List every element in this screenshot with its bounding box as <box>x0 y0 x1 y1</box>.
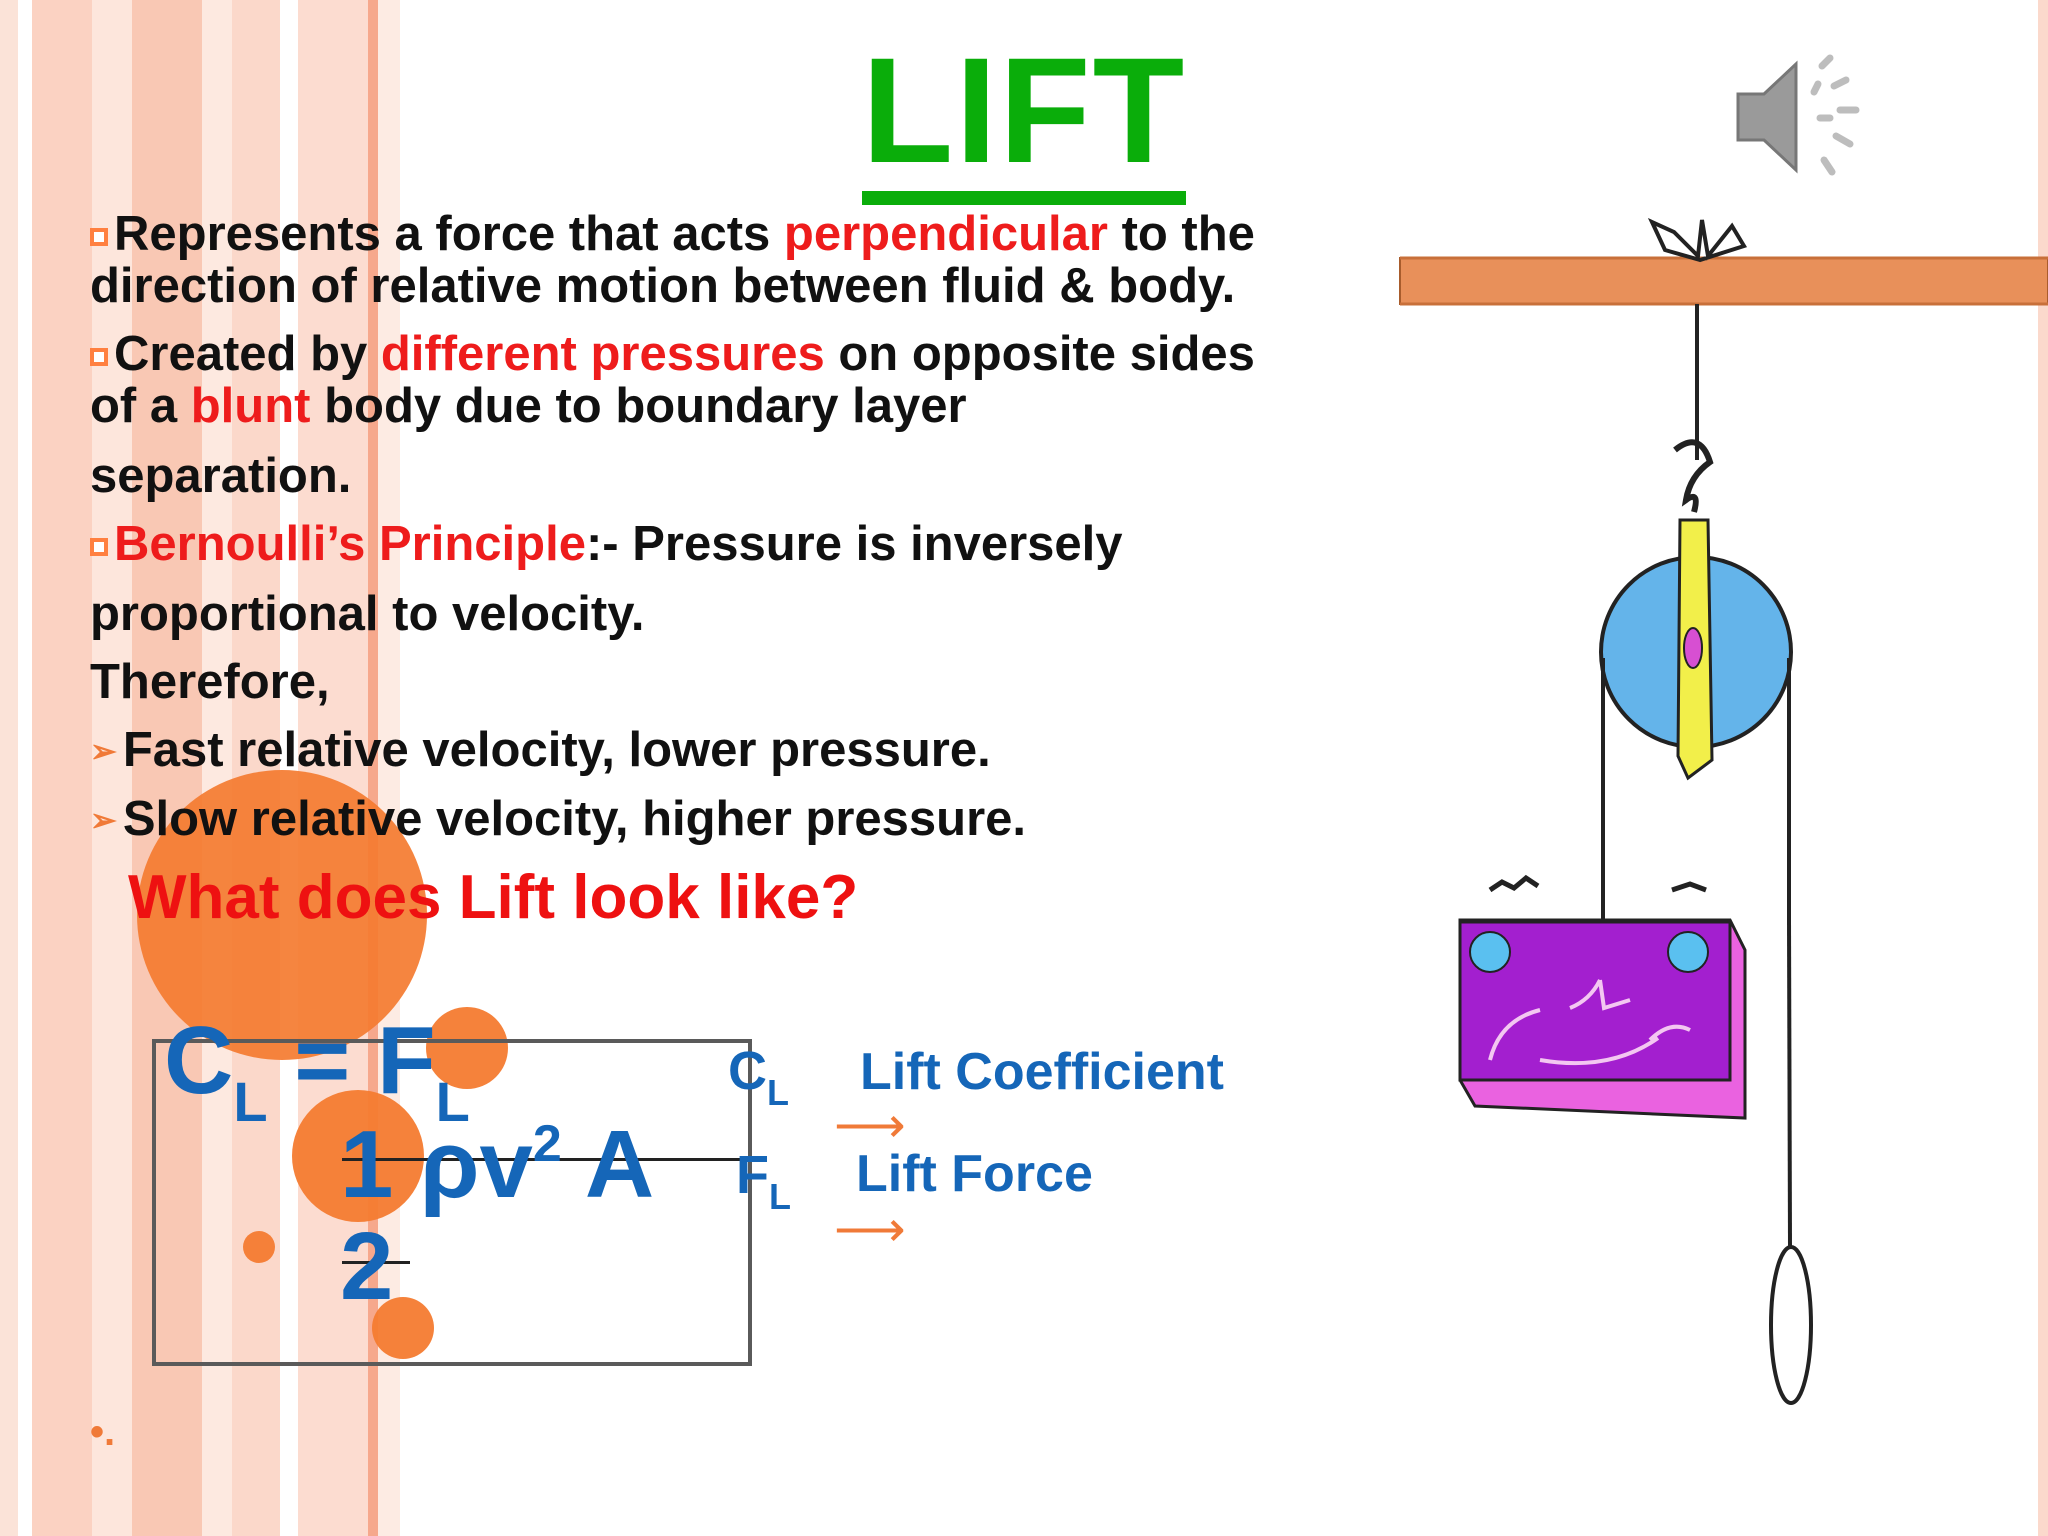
square-bullet-icon <box>90 538 108 556</box>
text-run: :- Pressure is inversely <box>585 517 1123 571</box>
highlight-text: blunt <box>190 379 311 433</box>
pulley-illustration <box>1399 217 2048 1405</box>
text-run: to the <box>1107 207 1255 261</box>
legend-label-fl: Lift Force <box>856 1145 1093 1203</box>
text-run: Slow relative velocity, higher pressure. <box>122 792 1027 846</box>
therefore-line: Therefore, <box>90 655 330 709</box>
legend-symbol-cl: CL <box>728 1040 789 1113</box>
decor-circle-medium <box>372 1297 434 1359</box>
formula-numerator: CL = FL <box>164 1006 470 1133</box>
legend-symbol-fl: FL <box>736 1144 791 1217</box>
formula-denominator: 1 ρv2 A <box>340 1110 654 1220</box>
formula-half-denominator: 2 <box>340 1213 394 1320</box>
point-fast: ➢Fast relative velocity, lower pressure. <box>90 724 1410 777</box>
trailing-mark: •. <box>90 1410 116 1454</box>
text-run: separation. <box>90 449 352 503</box>
slide-body: Represents a force that acts perpendicul… <box>90 208 1410 862</box>
formula-symbol: A <box>584 1111 655 1218</box>
formula-box <box>152 1039 752 1366</box>
point-slow: ➢Slow relative velocity, higher pressure… <box>90 793 1410 846</box>
paragraph-perpendicular: Represents a force that acts perpendicul… <box>90 208 1410 312</box>
formula-symbol: 1 <box>340 1111 394 1218</box>
text-run: body due to boundary layer <box>310 379 967 433</box>
formula-superscript: 2 <box>532 1115 562 1173</box>
highlight-text: different pressures <box>380 327 825 381</box>
text-run: on opposite sides <box>824 327 1255 381</box>
speaker-volume-icon[interactable] <box>1730 52 1870 182</box>
fraction-bar <box>342 1158 752 1161</box>
square-bullet-icon <box>90 348 108 366</box>
formula-symbol: = F <box>294 1007 436 1114</box>
text-run: Created by <box>114 327 381 381</box>
formula-subscript: L <box>233 1070 268 1133</box>
decor-circle-large <box>137 770 427 1060</box>
highlight-text: Bernoulli’s Principle <box>114 517 586 571</box>
formula-symbol: ρv <box>420 1111 533 1218</box>
text-run: direction of relative motion between flu… <box>90 259 1236 313</box>
right-edge-stripe <box>2038 0 2048 1536</box>
paragraph-bernoulli: Bernoulli’s Principle:- Pressure is inve… <box>90 518 1410 640</box>
square-bullet-icon <box>90 228 108 246</box>
decor-circle-medium <box>426 1007 508 1089</box>
text-run: Fast relative velocity, lower pressure. <box>122 723 991 777</box>
legend-arrow-icon: ⟶ <box>834 1097 906 1153</box>
legend-symbol: F <box>736 1145 769 1205</box>
text-run: Represents a force that acts <box>114 207 784 261</box>
legend-arrow-icon: ⟶ <box>834 1201 906 1257</box>
decor-circle-medium <box>292 1090 424 1222</box>
text-run: of a <box>90 379 191 433</box>
question-heading: What does Lift look like? <box>128 863 859 932</box>
text-run: proportional to velocity. <box>90 587 645 641</box>
arrow-bullet-icon: ➢ <box>90 802 117 838</box>
legend-label-cl: Lift Coefficient <box>860 1043 1224 1101</box>
formula-symbol: C <box>164 1007 234 1114</box>
legend-symbol: C <box>728 1041 767 1101</box>
paragraph-pressures: Created by different pressures on opposi… <box>90 328 1410 502</box>
arrow-bullet-icon: ➢ <box>90 733 117 769</box>
legend-subscript: L <box>769 1176 791 1217</box>
slide-title: LIFT <box>0 24 2048 205</box>
half-fraction-bar <box>342 1261 410 1264</box>
formula-subscript: L <box>435 1070 470 1133</box>
decor-circle-small <box>243 1231 275 1263</box>
legend-subscript: L <box>767 1072 789 1113</box>
highlight-text: perpendicular <box>783 207 1108 261</box>
